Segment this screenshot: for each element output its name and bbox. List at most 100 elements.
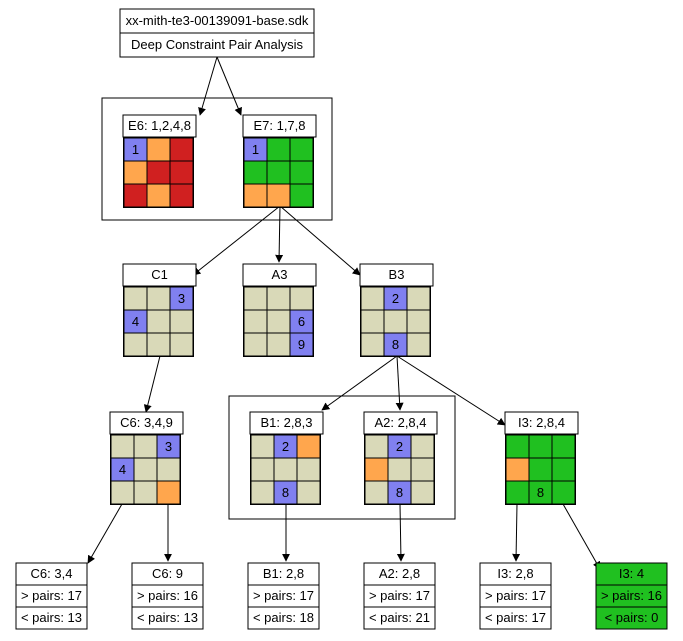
grid-cell [267, 138, 290, 161]
grid-cell [267, 161, 290, 184]
cell-value: 2 [392, 291, 399, 306]
cell-value: 2 [282, 439, 289, 454]
grid-cell [388, 435, 411, 458]
node-e7: E7: 1,7,81 [242, 114, 317, 208]
grid-cell [290, 184, 313, 207]
edge-arrow [87, 503, 123, 564]
grid-cell [244, 138, 267, 161]
node-label: A2: 2,8,4 [374, 415, 426, 430]
grid-cell [365, 458, 388, 481]
grid-cell [147, 138, 170, 161]
grid-cell [384, 333, 407, 356]
node-e6: E6: 1,2,4,8 1 [122, 114, 197, 208]
grid-cell [157, 458, 180, 481]
cell-value: 8 [392, 337, 399, 352]
grid-cell [124, 287, 147, 310]
edge-arrow [275, 205, 284, 263]
grid-cell [134, 481, 157, 504]
header-title: xx-mith-te3-00139091-base.sdk [126, 13, 309, 28]
grid-cell [407, 333, 430, 356]
grid-cell [244, 287, 267, 310]
grid-cell [170, 161, 193, 184]
grid-cell [411, 458, 434, 481]
grid-cell [251, 458, 274, 481]
grid-cell [111, 458, 134, 481]
grid-cell [274, 481, 297, 504]
node-label: C1 [151, 267, 168, 282]
grid-cell [251, 481, 274, 504]
result-lt-pairs: < pairs: 21 [369, 610, 430, 625]
grid-cell [529, 481, 552, 504]
grid-cell [267, 184, 290, 207]
result-lt-pairs: < pairs: 17 [485, 610, 546, 625]
grid-cell [407, 287, 430, 310]
result-b1-28: B1: 2,8> pairs: 17< pairs: 18 [247, 562, 320, 630]
grid-cell [147, 310, 170, 333]
result-lt-pairs: < pairs: 18 [253, 610, 314, 625]
grid-cell [267, 310, 290, 333]
grid-cell [157, 481, 180, 504]
result-gt-pairs: > pairs: 16 [137, 588, 198, 603]
grid-cell [297, 481, 320, 504]
result-label: I3: 4 [619, 566, 644, 581]
result-gt-pairs: > pairs: 17 [485, 588, 546, 603]
cell-value: 4 [119, 462, 126, 477]
grid-cell [147, 184, 170, 207]
edge-arrow [198, 56, 218, 116]
result-lt-pairs: < pairs: 13 [21, 610, 82, 625]
result-lt-pairs: < pairs: 0 [605, 610, 659, 625]
result-gt-pairs: > pairs: 16 [601, 588, 662, 603]
grid-cell [170, 310, 193, 333]
grid-cell [147, 287, 170, 310]
grid-cell [552, 458, 575, 481]
grid-cell [124, 138, 147, 161]
header-node: xx-mith-te3-00139091-base.sdk Deep Const… [119, 8, 315, 58]
node-a2: A2: 2,8,428 [363, 411, 438, 505]
grid-cell [365, 435, 388, 458]
edge-arrow [396, 503, 405, 562]
result-label: C6: 9 [152, 566, 183, 581]
grid-cell [170, 333, 193, 356]
grid-cell [274, 435, 297, 458]
edge-arrow [562, 503, 601, 570]
result-label: C6: 3,4 [31, 566, 73, 581]
grid-cell [244, 184, 267, 207]
edge-arrow [396, 355, 506, 426]
grid-cell [365, 481, 388, 504]
grid-cell [170, 138, 193, 161]
grid-cell [361, 287, 384, 310]
grid-cell [384, 310, 407, 333]
grid-cell [134, 435, 157, 458]
grid-cell [124, 310, 147, 333]
header-subtitle: Deep Constraint Pair Analysis [131, 37, 303, 52]
grid-cell [297, 458, 320, 481]
grid-cell [251, 435, 274, 458]
edges [87, 56, 601, 570]
grid-cell [267, 333, 290, 356]
grid-cell [552, 435, 575, 458]
cell-value: 6 [298, 314, 305, 329]
node-label: E6: 1,2,4,8 [128, 118, 191, 133]
node-label: B3 [389, 267, 405, 282]
grid-cell [244, 333, 267, 356]
result-label: A2: 2,8 [379, 566, 420, 581]
cell-value: 8 [396, 485, 403, 500]
grid-cell [506, 481, 529, 504]
cell-value: 1 [132, 142, 139, 157]
result-i3-4: I3: 4 > pairs: 16 < pairs: 0 [595, 562, 668, 630]
result-label: I3: 2,8 [497, 566, 533, 581]
grid-cell [290, 161, 313, 184]
cell-value: 3 [178, 291, 185, 306]
grid-cell [506, 458, 529, 481]
node-label: B1: 2,8,3 [260, 415, 312, 430]
grid-cell [388, 481, 411, 504]
node-label: I3: 2,8,4 [518, 415, 565, 430]
cell-value: 3 [165, 439, 172, 454]
grid-cell [134, 458, 157, 481]
cell-value: 9 [298, 337, 305, 352]
node-label: E7: 1,7,8 [253, 118, 305, 133]
node-b3: B3 2 8 [359, 263, 434, 357]
grid-cell [506, 435, 529, 458]
